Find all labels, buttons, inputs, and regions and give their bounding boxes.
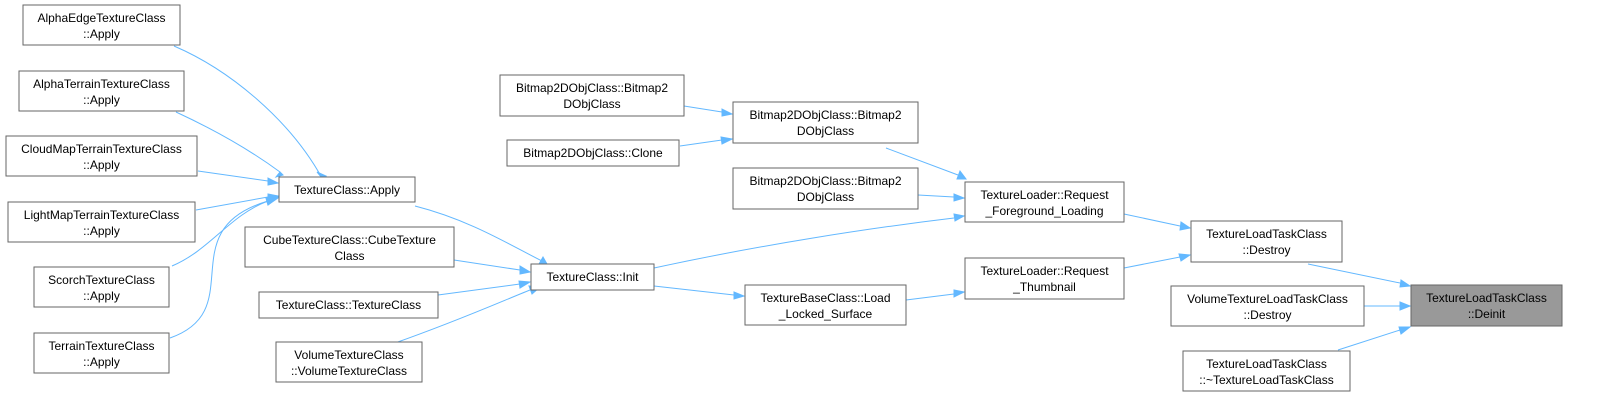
edge-bitmap-ctor-a-to-bitmap-ctor-b <box>683 105 734 117</box>
svg-text:TextureLoader::Request: TextureLoader::Request <box>980 264 1109 278</box>
edge-request-foreground-to-task-destroy <box>1123 213 1192 231</box>
svg-text:TextureLoadTaskClass: TextureLoadTaskClass <box>1206 357 1327 371</box>
node-cube-texture-class-ctor[interactable]: CubeTextureClass::CubeTexture Class <box>244 226 455 268</box>
svg-text:DObjClass: DObjClass <box>797 124 854 138</box>
svg-text:TextureClass::Apply: TextureClass::Apply <box>294 183 400 197</box>
svg-text:TextureClass::Init: TextureClass::Init <box>546 270 639 284</box>
node-scorch-texture-apply[interactable]: ScorchTextureClass ::Apply <box>33 266 170 308</box>
node-texture-class-apply[interactable]: TextureClass::Apply <box>278 176 416 203</box>
node-texture-base-load-locked-surface[interactable]: TextureBaseClass::Load _Locked_Surface <box>744 284 907 326</box>
svg-text:Class: Class <box>334 249 364 263</box>
edge-cube-texture-to-texture-init <box>453 259 532 275</box>
svg-text:_Foreground_Loading: _Foreground_Loading <box>984 204 1103 218</box>
node-texture-load-task-destroy[interactable]: TextureLoadTaskClass ::Destroy <box>1190 220 1343 263</box>
svg-text:TextureClass::TextureClass: TextureClass::TextureClass <box>276 298 421 312</box>
svg-text:::Apply: ::Apply <box>83 27 120 41</box>
node-texture-load-task-dtor[interactable]: TextureLoadTaskClass ::~TextureLoadTaskC… <box>1182 350 1351 392</box>
node-terrain-texture-apply[interactable]: TerrainTextureClass ::Apply <box>33 332 170 374</box>
svg-text:TerrainTextureClass: TerrainTextureClass <box>48 339 154 353</box>
svg-text:Bitmap2DObjClass::Bitmap2: Bitmap2DObjClass::Bitmap2 <box>749 108 901 122</box>
svg-text:AlphaEdgeTextureClass: AlphaEdgeTextureClass <box>37 11 165 25</box>
node-cloud-map-terrain-texture-apply[interactable]: CloudMapTerrainTextureClass ::Apply <box>5 135 198 177</box>
svg-text:TextureLoadTaskClass: TextureLoadTaskClass <box>1206 227 1327 241</box>
edge-load-locked-to-request-thumbnail <box>905 289 966 301</box>
edge-volume-task-destroy-to-deinit <box>1364 301 1412 311</box>
node-volume-texture-load-task-destroy[interactable]: VolumeTextureLoadTaskClass ::Destroy <box>1170 285 1365 327</box>
svg-text:Bitmap2DObjClass::Bitmap2: Bitmap2DObjClass::Bitmap2 <box>749 174 901 188</box>
svg-text:Bitmap2DObjClass::Clone: Bitmap2DObjClass::Clone <box>523 146 663 160</box>
svg-text:CubeTextureClass::CubeTexture: CubeTextureClass::CubeTexture <box>263 233 436 247</box>
node-alpha-edge-texture-apply[interactable]: AlphaEdgeTextureClass ::Apply <box>22 4 181 46</box>
svg-text:::Apply: ::Apply <box>83 224 120 238</box>
edge-task-dtor-to-deinit <box>1337 326 1412 351</box>
node-bitmap2dobj-ctor-left[interactable]: Bitmap2DObjClass::Bitmap2 DObjClass <box>499 74 685 117</box>
node-light-map-terrain-texture-apply[interactable]: LightMapTerrainTextureClass ::Apply <box>7 201 196 243</box>
svg-text:VolumeTextureClass: VolumeTextureClass <box>294 348 403 362</box>
node-volume-texture-class-ctor[interactable]: VolumeTextureClass ::VolumeTextureClass <box>275 341 423 383</box>
svg-text:_Thumbnail: _Thumbnail <box>1012 280 1076 294</box>
svg-text:::VolumeTextureClass: ::VolumeTextureClass <box>291 364 407 378</box>
node-texture-load-task-deinit[interactable]: TextureLoadTaskClass ::Deinit <box>1410 284 1563 327</box>
call-graph-nodes: AlphaEdgeTextureClass ::Apply AlphaTerra… <box>5 4 1563 392</box>
svg-text:CloudMapTerrainTextureClass: CloudMapTerrainTextureClass <box>21 142 182 156</box>
svg-text:LightMapTerrainTextureClass: LightMapTerrainTextureClass <box>24 208 179 222</box>
call-graph-edges <box>169 45 1412 351</box>
svg-text:::~TextureLoadTaskClass: ::~TextureLoadTaskClass <box>1199 373 1333 387</box>
edge-terrain-to-texture-apply <box>169 197 280 339</box>
node-bitmap2dobj-ctor-lower[interactable]: Bitmap2DObjClass::Bitmap2 DObjClass <box>732 167 919 210</box>
edge-bitmap-ctor-c-to-request-foreground <box>917 193 966 202</box>
node-bitmap2dobj-clone[interactable]: Bitmap2DObjClass::Clone <box>506 139 680 167</box>
svg-text:DObjClass: DObjClass <box>563 97 620 111</box>
svg-text:DObjClass: DObjClass <box>797 190 854 204</box>
svg-text:Bitmap2DObjClass::Bitmap2: Bitmap2DObjClass::Bitmap2 <box>516 81 668 95</box>
svg-text:_Locked_Surface: _Locked_Surface <box>778 307 873 321</box>
edge-task-destroy-to-deinit <box>1307 263 1412 288</box>
svg-text:ScorchTextureClass: ScorchTextureClass <box>48 273 155 287</box>
svg-text:::Apply: ::Apply <box>83 289 120 303</box>
edge-alpha-terrain-to-texture-apply <box>175 111 284 178</box>
svg-text:::Destroy: ::Destroy <box>1242 243 1290 257</box>
svg-text:VolumeTextureLoadTaskClass: VolumeTextureLoadTaskClass <box>1187 292 1348 306</box>
edge-cloud-map-to-texture-apply <box>197 170 280 186</box>
edge-texture-ctor-to-texture-init <box>437 280 532 296</box>
svg-text:TextureBaseClass::Load: TextureBaseClass::Load <box>760 291 890 305</box>
node-texture-class-init[interactable]: TextureClass::Init <box>530 263 655 291</box>
svg-text:::Destroy: ::Destroy <box>1243 308 1291 322</box>
svg-text:::Apply: ::Apply <box>83 355 120 369</box>
edge-bitmap-ctor-b-to-request-foreground <box>885 147 967 180</box>
node-request-thumbnail[interactable]: TextureLoader::Request _Thumbnail <box>964 257 1125 300</box>
svg-text:TextureLoadTaskClass: TextureLoadTaskClass <box>1426 291 1547 305</box>
edge-request-thumbnail-to-task-destroy <box>1123 253 1192 269</box>
svg-text:::Apply: ::Apply <box>83 158 120 172</box>
svg-text:::Apply: ::Apply <box>83 93 120 107</box>
node-alpha-terrain-texture-apply[interactable]: AlphaTerrainTextureClass ::Apply <box>18 70 185 112</box>
svg-text:AlphaTerrainTextureClass: AlphaTerrainTextureClass <box>33 77 170 91</box>
node-texture-class-ctor[interactable]: TextureClass::TextureClass <box>258 291 439 319</box>
edge-texture-init-to-request-foreground <box>653 213 966 269</box>
node-request-foreground-loading[interactable]: TextureLoader::Request _Foreground_Loadi… <box>964 181 1125 223</box>
edge-bitmap-clone-to-bitmap-ctor-b <box>679 136 734 147</box>
svg-text:::Deinit: ::Deinit <box>1468 307 1506 321</box>
edge-texture-init-to-load-locked <box>653 285 746 300</box>
node-bitmap2dobj-ctor-middle[interactable]: Bitmap2DObjClass::Bitmap2 DObjClass <box>732 101 919 144</box>
svg-text:TextureLoader::Request: TextureLoader::Request <box>980 188 1109 202</box>
